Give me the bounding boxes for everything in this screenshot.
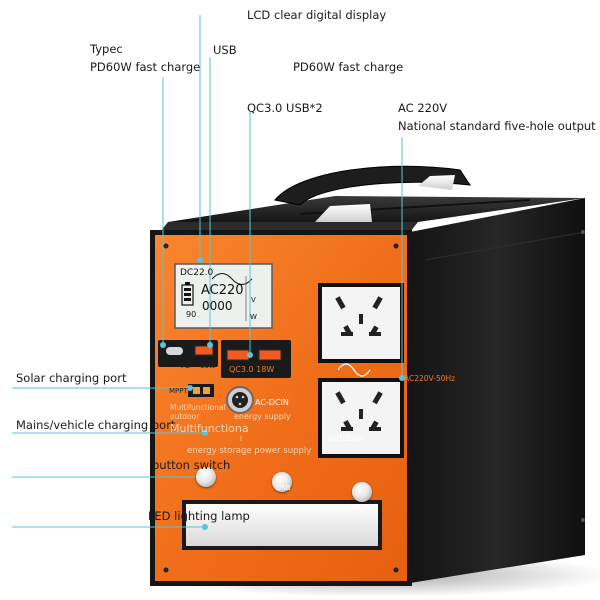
pd-label: PD xyxy=(181,362,191,370)
callout-lcd-display: LCD clear digital display xyxy=(247,8,387,22)
qc-port-1 xyxy=(226,349,250,361)
multifunctional-label: Multifunctional xyxy=(170,403,226,412)
usb-a-port-1 xyxy=(194,345,214,356)
energy-supply-label: energy supply xyxy=(234,412,291,421)
lcd-screen xyxy=(174,263,273,329)
callout-solar: Solar charging port xyxy=(16,371,127,385)
callout-typec-title: Typec xyxy=(90,42,123,56)
callout-lines xyxy=(12,15,403,528)
mppt-label: MPPT xyxy=(169,387,188,395)
lcd-power-value: 0000 xyxy=(202,299,233,313)
main-power-button[interactable] xyxy=(196,467,216,487)
callout-led-lamp: LED lighting lamp xyxy=(148,509,250,523)
callout-typec-desc: PD60W fast charge xyxy=(90,60,201,74)
qc-port-2 xyxy=(258,349,282,361)
callout-usb: USB xyxy=(213,43,237,57)
lcd-ac-reading: AC220 xyxy=(201,283,244,298)
lcd-unit-w: W xyxy=(250,313,257,321)
handle-grip-left xyxy=(315,204,372,222)
callout-mains: Mains/vehicle charging port xyxy=(16,418,176,432)
acdcin-label: AC-DCIN xyxy=(255,398,289,407)
lcd-battery-percent: 90 xyxy=(186,310,197,319)
callout-button-switch: button switch xyxy=(152,458,231,472)
lcd-dc-reading: DC22.0 xyxy=(180,268,214,278)
separator-mark: l xyxy=(240,435,242,443)
multifunctiona-big-label: Multifunctiona xyxy=(170,422,249,435)
qc-label: QC3.0 18W xyxy=(229,365,275,374)
ac-sine-icon xyxy=(337,363,371,377)
ac-switch-button[interactable] xyxy=(352,482,372,502)
lcd-unit-v: V xyxy=(251,296,256,304)
handle-grip-right xyxy=(418,175,455,190)
outdoor-label: outdoor xyxy=(327,433,365,444)
usb-switch-button[interactable] xyxy=(272,472,292,492)
carry-handle-bar xyxy=(274,165,472,206)
callout-ac220-desc: National standard five-hole output xyxy=(398,119,596,133)
energy-storage-label: energy storage power supply xyxy=(187,446,312,456)
w60-label: 60W xyxy=(200,362,216,370)
callout-ac220-title: AC 220V xyxy=(398,101,448,115)
case-side xyxy=(410,198,585,583)
led-lamp xyxy=(186,504,378,546)
ac-switch-label: AC xyxy=(358,504,368,512)
outdoor-small-label: outdoor xyxy=(170,412,200,421)
usb-switch-label: USB xyxy=(276,484,291,492)
callout-pd60w: PD60W fast charge xyxy=(293,60,404,74)
ac-rating-label: AC220V-50Hz xyxy=(404,374,456,383)
callout-qc30: QC3.0 USB*2 xyxy=(247,101,323,115)
usb-c-port xyxy=(166,347,183,355)
